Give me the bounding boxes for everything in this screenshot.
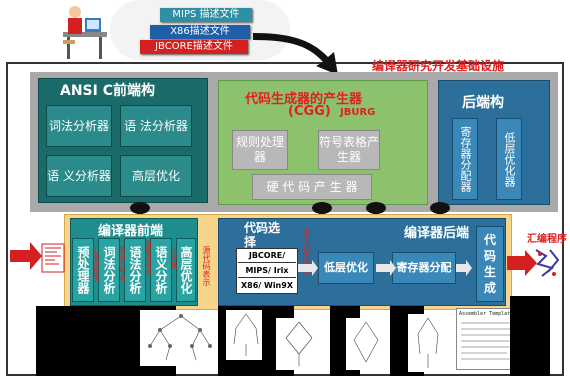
ast-thumbnail	[140, 310, 222, 366]
target-mips: MIPS/ Irix	[238, 264, 296, 278]
dag-thumbnail	[276, 318, 322, 370]
stage-lexical-label: 词法分析	[102, 246, 116, 294]
stage-code-gen-label: 代码生成	[483, 233, 496, 295]
black-block-8	[510, 296, 550, 376]
label-symbol-table: 符号表	[170, 248, 178, 269]
cgg-jburg: JBURG	[340, 107, 376, 118]
target-jbcore: JBCORE/	[238, 249, 296, 263]
black-block-1	[36, 306, 96, 376]
parser-generator-box: 语 法分析器	[120, 105, 192, 147]
arrow-icon	[253, 33, 338, 75]
assembly-scribble-icon	[535, 249, 560, 277]
hardcode-generator-box: 硬 代 码 产 生 器	[252, 174, 372, 200]
developer-at-desk-icon	[63, 6, 107, 59]
jbcore-description-file: JBCORE描述文件	[140, 40, 248, 54]
x86-description-file: X86描述文件	[150, 25, 250, 39]
compiler-backend-header: 编译器后端	[404, 226, 470, 241]
ir-thumbnail	[226, 310, 266, 360]
high-level-optimizer-box: 高层优化	[120, 155, 192, 197]
label-source-representation: 源代码表示	[202, 246, 211, 286]
infra-title: 编译器研究开发基础设施	[372, 59, 505, 73]
stage-syntax: 语法分析	[124, 238, 146, 302]
low-level-optimizer-gen-box: 低层优化器	[496, 118, 522, 200]
output-arrow	[507, 250, 537, 276]
cgg-header: 代码生成器的产生器	[245, 92, 363, 107]
label-ast: 抽象语法树	[144, 240, 152, 275]
stage-preprocessor: 预处理器	[72, 238, 94, 302]
mips-description-file: MIPS 描述文件	[160, 8, 252, 22]
assembler-template-label: Assembler Template	[459, 311, 514, 317]
stage-register-alloc: 寄存器分配	[392, 252, 456, 284]
semantic-analyzer-box: 语 义分析器	[46, 155, 112, 197]
stage-high-opt: 高层优化	[176, 238, 196, 302]
stage-high-opt-label: 高层优化	[179, 246, 193, 294]
stage-preprocessor-label: 预处理器	[76, 246, 90, 294]
register-allocator-gen-box: 寄存器分配器	[452, 118, 478, 200]
stage-syntax-label: 语法分析	[128, 246, 142, 294]
label-ir-representation: 中间代码表示	[302, 228, 311, 276]
label-expanded-source: 扩展源程序	[92, 246, 100, 281]
down-arrows	[130, 202, 450, 217]
output-label: 汇编程序	[527, 234, 567, 245]
backend-construction-header: 后端构	[462, 95, 504, 111]
alloc-thumbnail	[408, 314, 448, 372]
lexer-generator-box: 词法分析器	[46, 105, 112, 147]
target-x86: X86/ Win9X	[240, 281, 293, 290]
opt-thumbnail	[346, 318, 386, 370]
code-select-title: 代码选择	[244, 221, 281, 249]
stage-semantic: 语义分析	[150, 238, 172, 302]
source-input-arrow	[10, 242, 65, 273]
stage-code-gen: 代码生成	[476, 226, 504, 302]
compiler-frontend-header: 编译器前端	[98, 224, 164, 239]
symbol-table-generator-box: 符号表格产生器	[318, 130, 380, 170]
black-block-2	[88, 306, 128, 376]
rule-processor-box: 规则处理器	[232, 130, 288, 170]
label-token-stream: 单词符号流	[118, 246, 126, 281]
stage-lexical: 词法分析	[98, 238, 120, 302]
backend-flow-arrows	[298, 260, 472, 276]
cgg-abbrev: (CGG)	[288, 104, 331, 119]
frontend-construction-header: ANSI C前端构	[60, 83, 155, 99]
stage-semantic-label: 语义分析	[154, 246, 168, 294]
stage-low-opt: 低层优化	[318, 252, 374, 284]
